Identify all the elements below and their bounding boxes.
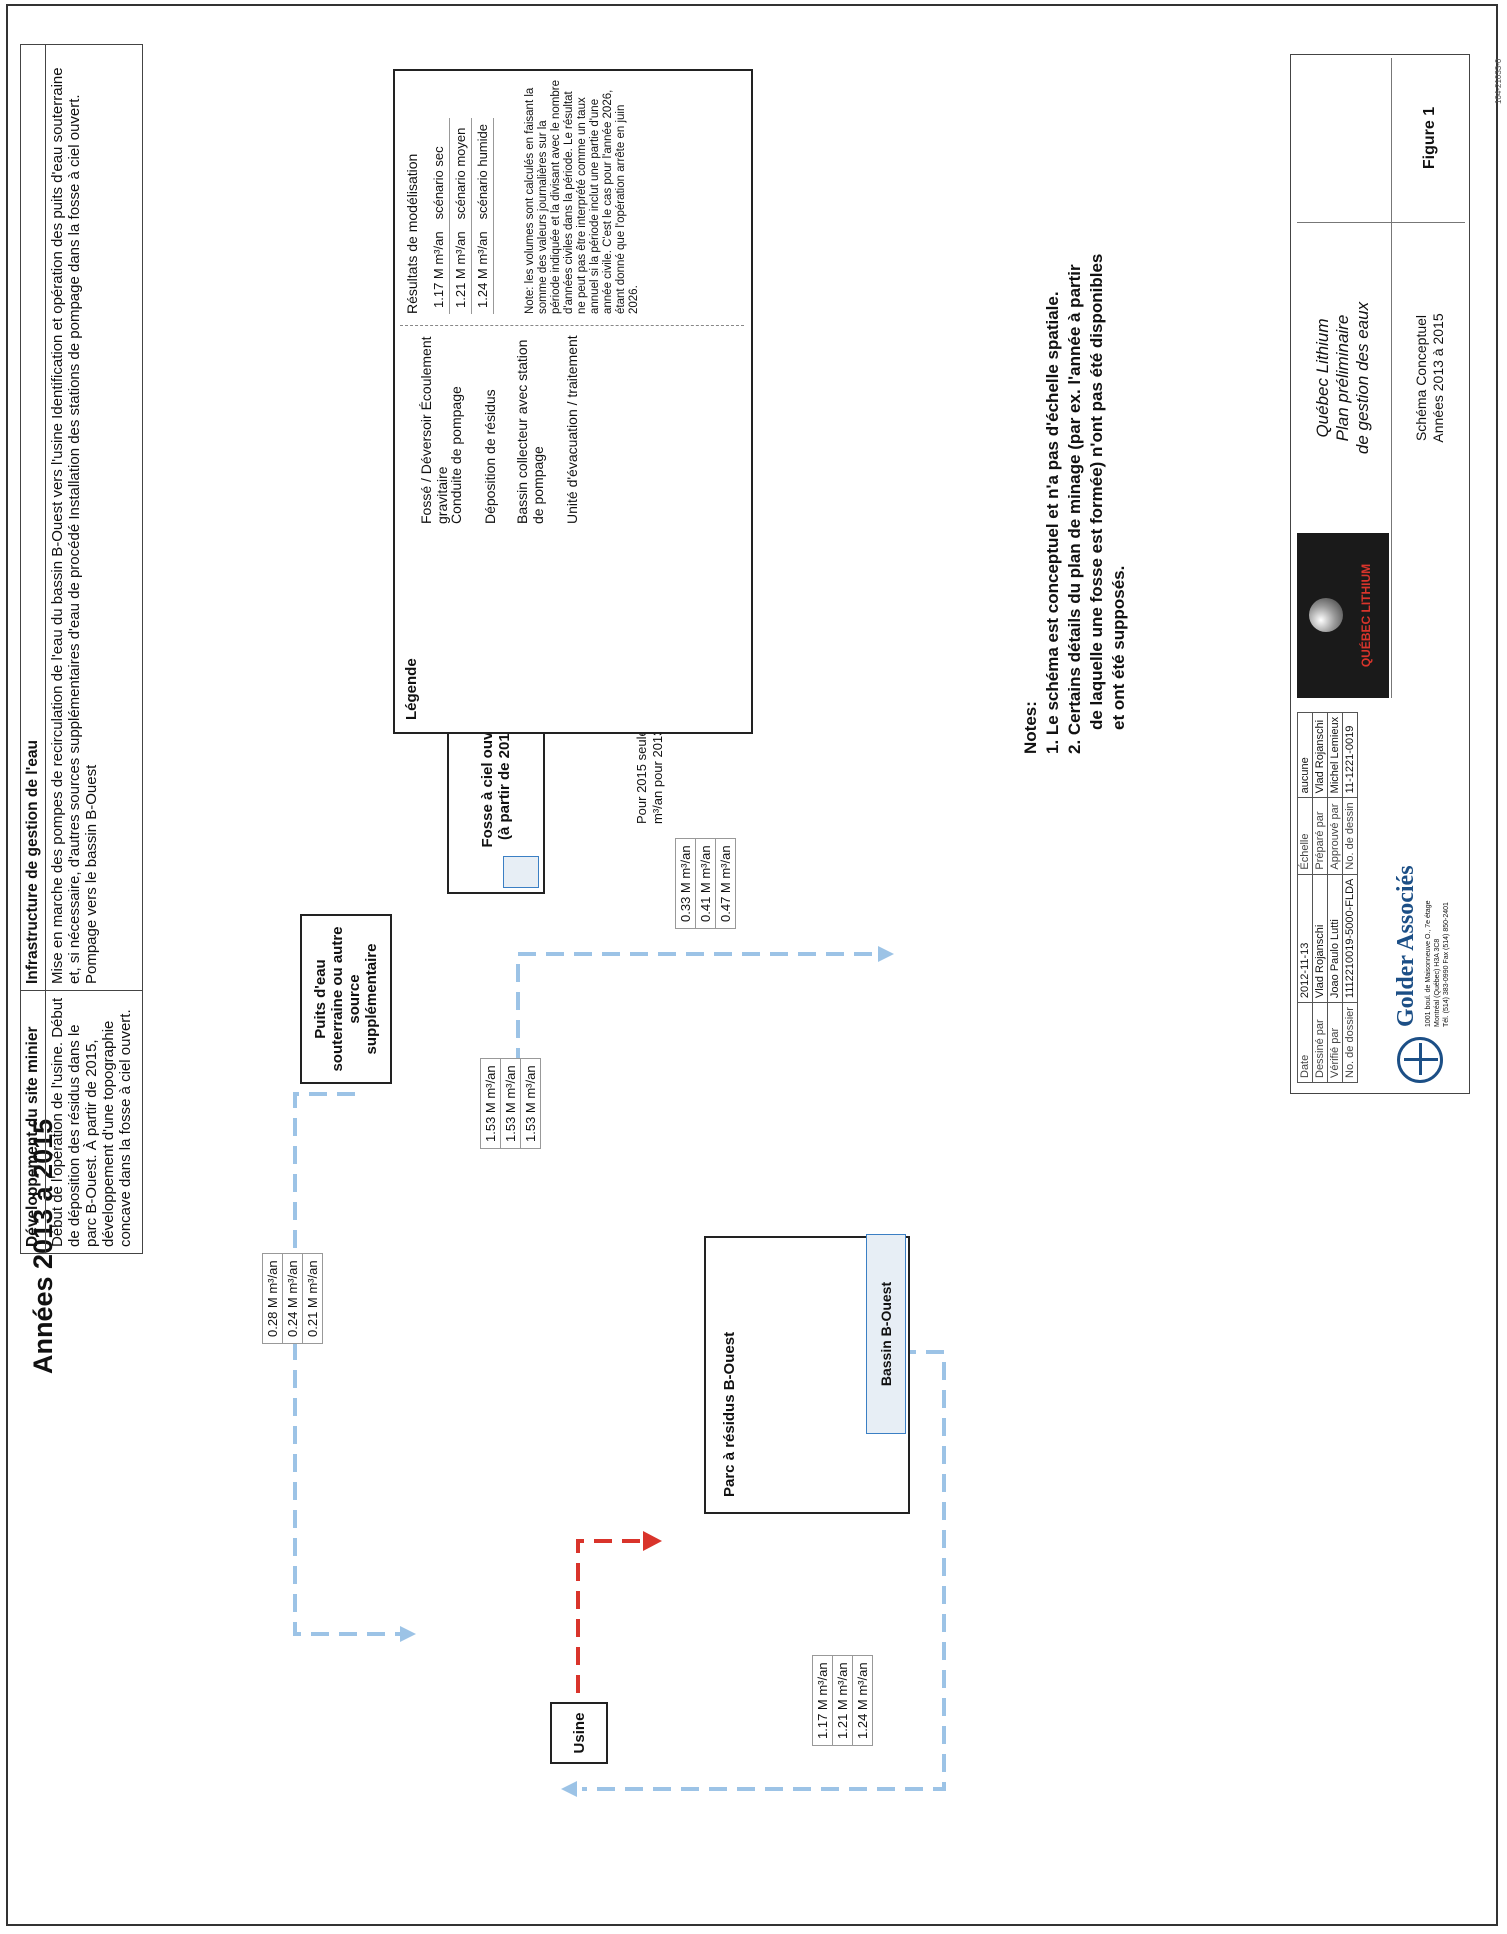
company-name: Golder Associés bbox=[1393, 865, 1419, 1027]
parc-label: Parc à résidus B-Ouest bbox=[721, 1331, 738, 1497]
legend-item-basin: Bassin collecteur avec station de pompag… bbox=[514, 339, 546, 524]
title-hdivider bbox=[1391, 58, 1392, 698]
company-address2: Montréal (Québec) H3A 3C8 bbox=[1434, 938, 1441, 1027]
flow-table-fosse-bassin: 0.33 M m³/an 0.41 M m³/an 0.47 M m³/an bbox=[675, 838, 736, 929]
flow-puits-to-usine bbox=[293, 1092, 410, 1636]
flow-fosse-to-bassin bbox=[516, 952, 886, 1066]
title-block: Date 2012-11-13 Échelle aucune Dessiné p… bbox=[1290, 54, 1470, 1094]
flow-table-bassin-usine: 1.17 M m³/an 1.21 M m³/an 1.24 M m³/an bbox=[812, 1655, 873, 1746]
node-usine: Usine bbox=[550, 1702, 608, 1764]
schema-label: Schéma Conceptuel Années 2013 à 2015 bbox=[1413, 313, 1446, 443]
legend-item-tailings: Déposition de résidus bbox=[482, 389, 498, 524]
legend-item-gravity: Fossé / Déversoir Écoulement gravitaire bbox=[418, 336, 450, 524]
notes-title: Notes: bbox=[1021, 701, 1040, 754]
figure-label: Figure 1 bbox=[1421, 106, 1438, 170]
quebec-lithium-logo: QUÉBEC LITHIUM bbox=[1297, 533, 1389, 698]
project-name: Québec Lithium Plan préliminaire de gest… bbox=[1313, 301, 1372, 455]
results-note: Note: les volumes sont calculés en faisa… bbox=[524, 80, 640, 314]
flow-table-usine-parc: 1.53 M m³/an 1.53 M m³/an 1.53 M m³/an bbox=[480, 1058, 541, 1149]
arrow-to-usine-bottom bbox=[561, 1781, 577, 1797]
arrow-to-bassin bbox=[878, 946, 894, 962]
arrow-to-parc bbox=[643, 1531, 662, 1551]
logo-text: QUÉBEC LITHIUM bbox=[1359, 563, 1373, 668]
legend-divider bbox=[400, 325, 744, 326]
golder-icon bbox=[1397, 1037, 1443, 1083]
page-frame bbox=[6, 4, 1498, 1926]
company-phone: Tél. (514) 383-0990 Fax (514) 850-2401 bbox=[1443, 902, 1450, 1027]
golder-logo: Golder Associés 1001 boul. de Maisonneuv… bbox=[1391, 703, 1463, 1083]
arrow-to-usine-left bbox=[400, 1626, 416, 1642]
project-divider bbox=[1297, 222, 1465, 223]
legend-item-pumping: Conduite de pompage bbox=[448, 386, 464, 524]
lithium-sphere-icon bbox=[1309, 598, 1343, 632]
margin-code: 104-21033-0 bbox=[1494, 58, 1503, 104]
legend-title: Légende bbox=[403, 658, 420, 720]
node-bassin: Bassin B-Ouest bbox=[866, 1234, 906, 1434]
legend-item-treatment: Unité d'évacuation / traitement bbox=[564, 335, 580, 524]
title-block-table: Date 2012-11-13 Échelle aucune Dessiné p… bbox=[1297, 712, 1358, 1083]
node-puits: Puits d'eau souterraine ou autre source … bbox=[300, 914, 392, 1084]
fosse-station bbox=[503, 856, 539, 888]
fosse-line2: (à partir de 2015) bbox=[496, 719, 513, 841]
flow-usine-to-parc bbox=[576, 1539, 650, 1693]
flow-bassin-to-usine bbox=[582, 1350, 946, 1791]
results-title: Résultats de modélisation bbox=[404, 153, 420, 314]
flow-table-puits-usine: 0.28 M m³/an 0.24 M m³/an 0.21 M m³/an bbox=[262, 1253, 323, 1344]
company-address1: 1001 boul. de Maisonneuve O., 7e étage bbox=[1425, 900, 1432, 1027]
notes-block: Notes: 1. Le schéma est conceptuel et n'… bbox=[1021, 253, 1128, 754]
